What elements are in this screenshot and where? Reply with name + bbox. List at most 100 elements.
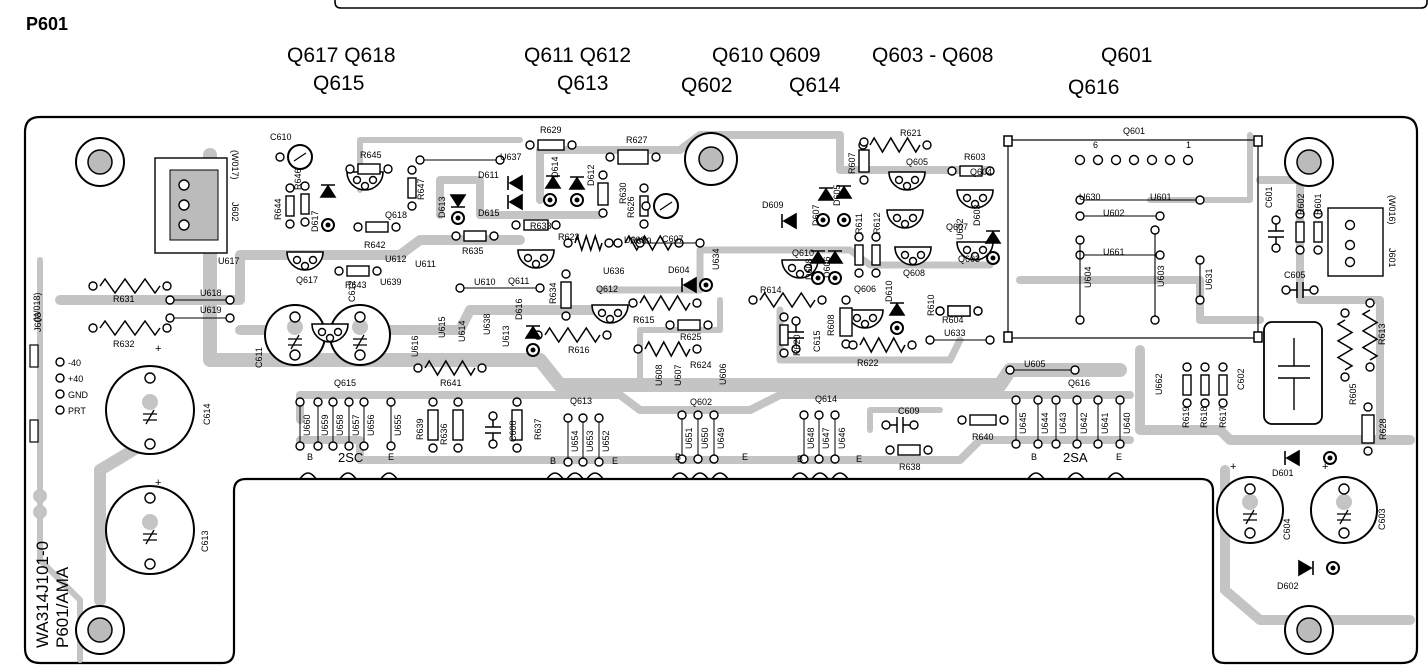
- diode-label: D610: [884, 280, 894, 302]
- resistor: [424, 359, 476, 377]
- jumper-label: U612: [385, 254, 407, 264]
- jumper-label: U606: [718, 363, 728, 385]
- resistor-label: R607: [847, 152, 857, 174]
- transistor-label: Q615: [334, 378, 356, 388]
- diode: [1298, 559, 1314, 577]
- jumper-label: U634: [711, 248, 721, 270]
- resistor-label: R618: [1199, 406, 1209, 428]
- diode-label: D611: [478, 170, 499, 180]
- resistor-label: R603: [964, 152, 986, 162]
- jumper-label: U619: [200, 305, 222, 315]
- resistor-label: R612: [872, 212, 882, 234]
- diode-label: D614: [550, 156, 560, 178]
- capacitor-label: C604: [1282, 518, 1292, 540]
- resistor-label: R631: [113, 294, 135, 304]
- jumper-label: U647: [821, 427, 831, 449]
- jumper-label: U616: [410, 335, 420, 357]
- jumper-label: U610: [474, 277, 496, 287]
- polarity-plus: +: [1230, 461, 1236, 473]
- resistor: [1295, 221, 1305, 243]
- resistor-label: R602: [1296, 193, 1306, 215]
- module-ref-label: Q601: [1123, 126, 1145, 136]
- resistor-label: R616: [568, 345, 590, 355]
- resistor-label: R609: [630, 236, 652, 246]
- jumper-label: U604: [1083, 266, 1093, 288]
- resistor-label: R644: [273, 198, 283, 220]
- jumper-label: U608: [654, 364, 664, 386]
- resistor: [1218, 374, 1228, 396]
- resistor-label: R620: [792, 334, 802, 356]
- jumper-label: U642: [1079, 412, 1089, 434]
- resistor: [677, 319, 701, 331]
- resistor-label: R629: [540, 125, 562, 135]
- resistor-label: R632: [113, 339, 135, 349]
- capacitor-label: C602: [1236, 368, 1246, 390]
- capacitor: [1263, 321, 1323, 425]
- jumper-label: U632: [955, 218, 965, 240]
- capacitor-label: C612: [347, 280, 357, 302]
- jumper-label: U603: [1156, 265, 1166, 287]
- diode-label: D616: [514, 298, 524, 320]
- board-name-label: P601/AMA: [53, 566, 72, 648]
- header-q613: Q613: [557, 72, 609, 95]
- resistor: [1313, 221, 1323, 243]
- resistor-label: R638: [899, 462, 921, 472]
- resistor-label: R634: [548, 282, 558, 304]
- resistor-label: R636: [439, 423, 449, 445]
- header-q617-q618: Q617 Q618: [287, 44, 396, 67]
- resistor: [99, 277, 161, 295]
- diode-label: D601: [1272, 468, 1294, 478]
- diode-label: D608: [804, 258, 814, 280]
- resistor: [858, 149, 870, 173]
- resistor: [1182, 374, 1192, 396]
- transistor-label: Q618: [385, 210, 407, 220]
- jumper-label: U636: [603, 266, 625, 276]
- diode-label: D609: [762, 200, 784, 210]
- resistor: [300, 193, 310, 215]
- jumper-label: U638: [482, 313, 492, 335]
- capacitor: [1268, 222, 1284, 246]
- jumper-label: U607: [673, 364, 683, 386]
- capacitor-label: C611: [254, 347, 264, 368]
- header-q601: Q601: [1101, 44, 1153, 67]
- resistor: [463, 230, 487, 242]
- resistor-label: R601: [1313, 193, 1323, 215]
- polarity-plus: +: [155, 477, 161, 489]
- resistor: [871, 244, 881, 266]
- jumper-label: U633: [944, 328, 966, 338]
- resistor: [639, 294, 691, 312]
- jumper-label: U643: [1058, 412, 1068, 434]
- emitter-label: E: [1116, 452, 1122, 462]
- resistor: [1361, 414, 1375, 444]
- connector-code-label: (W017): [230, 150, 240, 180]
- jumper-label: U639: [380, 277, 402, 287]
- resistor-label: R625: [680, 332, 702, 342]
- diode-label: D603: [972, 204, 982, 226]
- resistor: [644, 340, 691, 358]
- base-label: B: [307, 452, 313, 462]
- connector-pin-label: GND: [68, 390, 89, 400]
- resistor-label: R640: [972, 432, 994, 442]
- base-label: B: [1031, 452, 1037, 462]
- resistor: [452, 409, 464, 441]
- resistor: [779, 324, 789, 346]
- header-q611-q612: Q611 Q612: [524, 44, 632, 67]
- resistor-label: R614: [760, 285, 782, 295]
- resistor: [357, 163, 381, 175]
- resistor: [617, 149, 649, 165]
- jumper-label: U611: [415, 259, 436, 269]
- capacitor-label: C610: [270, 132, 292, 142]
- transistor-label: Q611: [508, 276, 529, 286]
- diode-label: D605: [832, 184, 842, 206]
- diode: [984, 230, 1002, 244]
- jumper-label: U644: [1040, 412, 1050, 434]
- emitter-label: E: [742, 452, 748, 462]
- jumper-label: U660: [302, 414, 312, 436]
- resistor-label: R624: [690, 360, 712, 370]
- capacitor-label: C613: [200, 530, 210, 552]
- jumper-label: U659: [320, 414, 330, 436]
- resistor: [511, 409, 523, 441]
- diode: [835, 185, 853, 199]
- resistor-label: R623: [558, 232, 580, 242]
